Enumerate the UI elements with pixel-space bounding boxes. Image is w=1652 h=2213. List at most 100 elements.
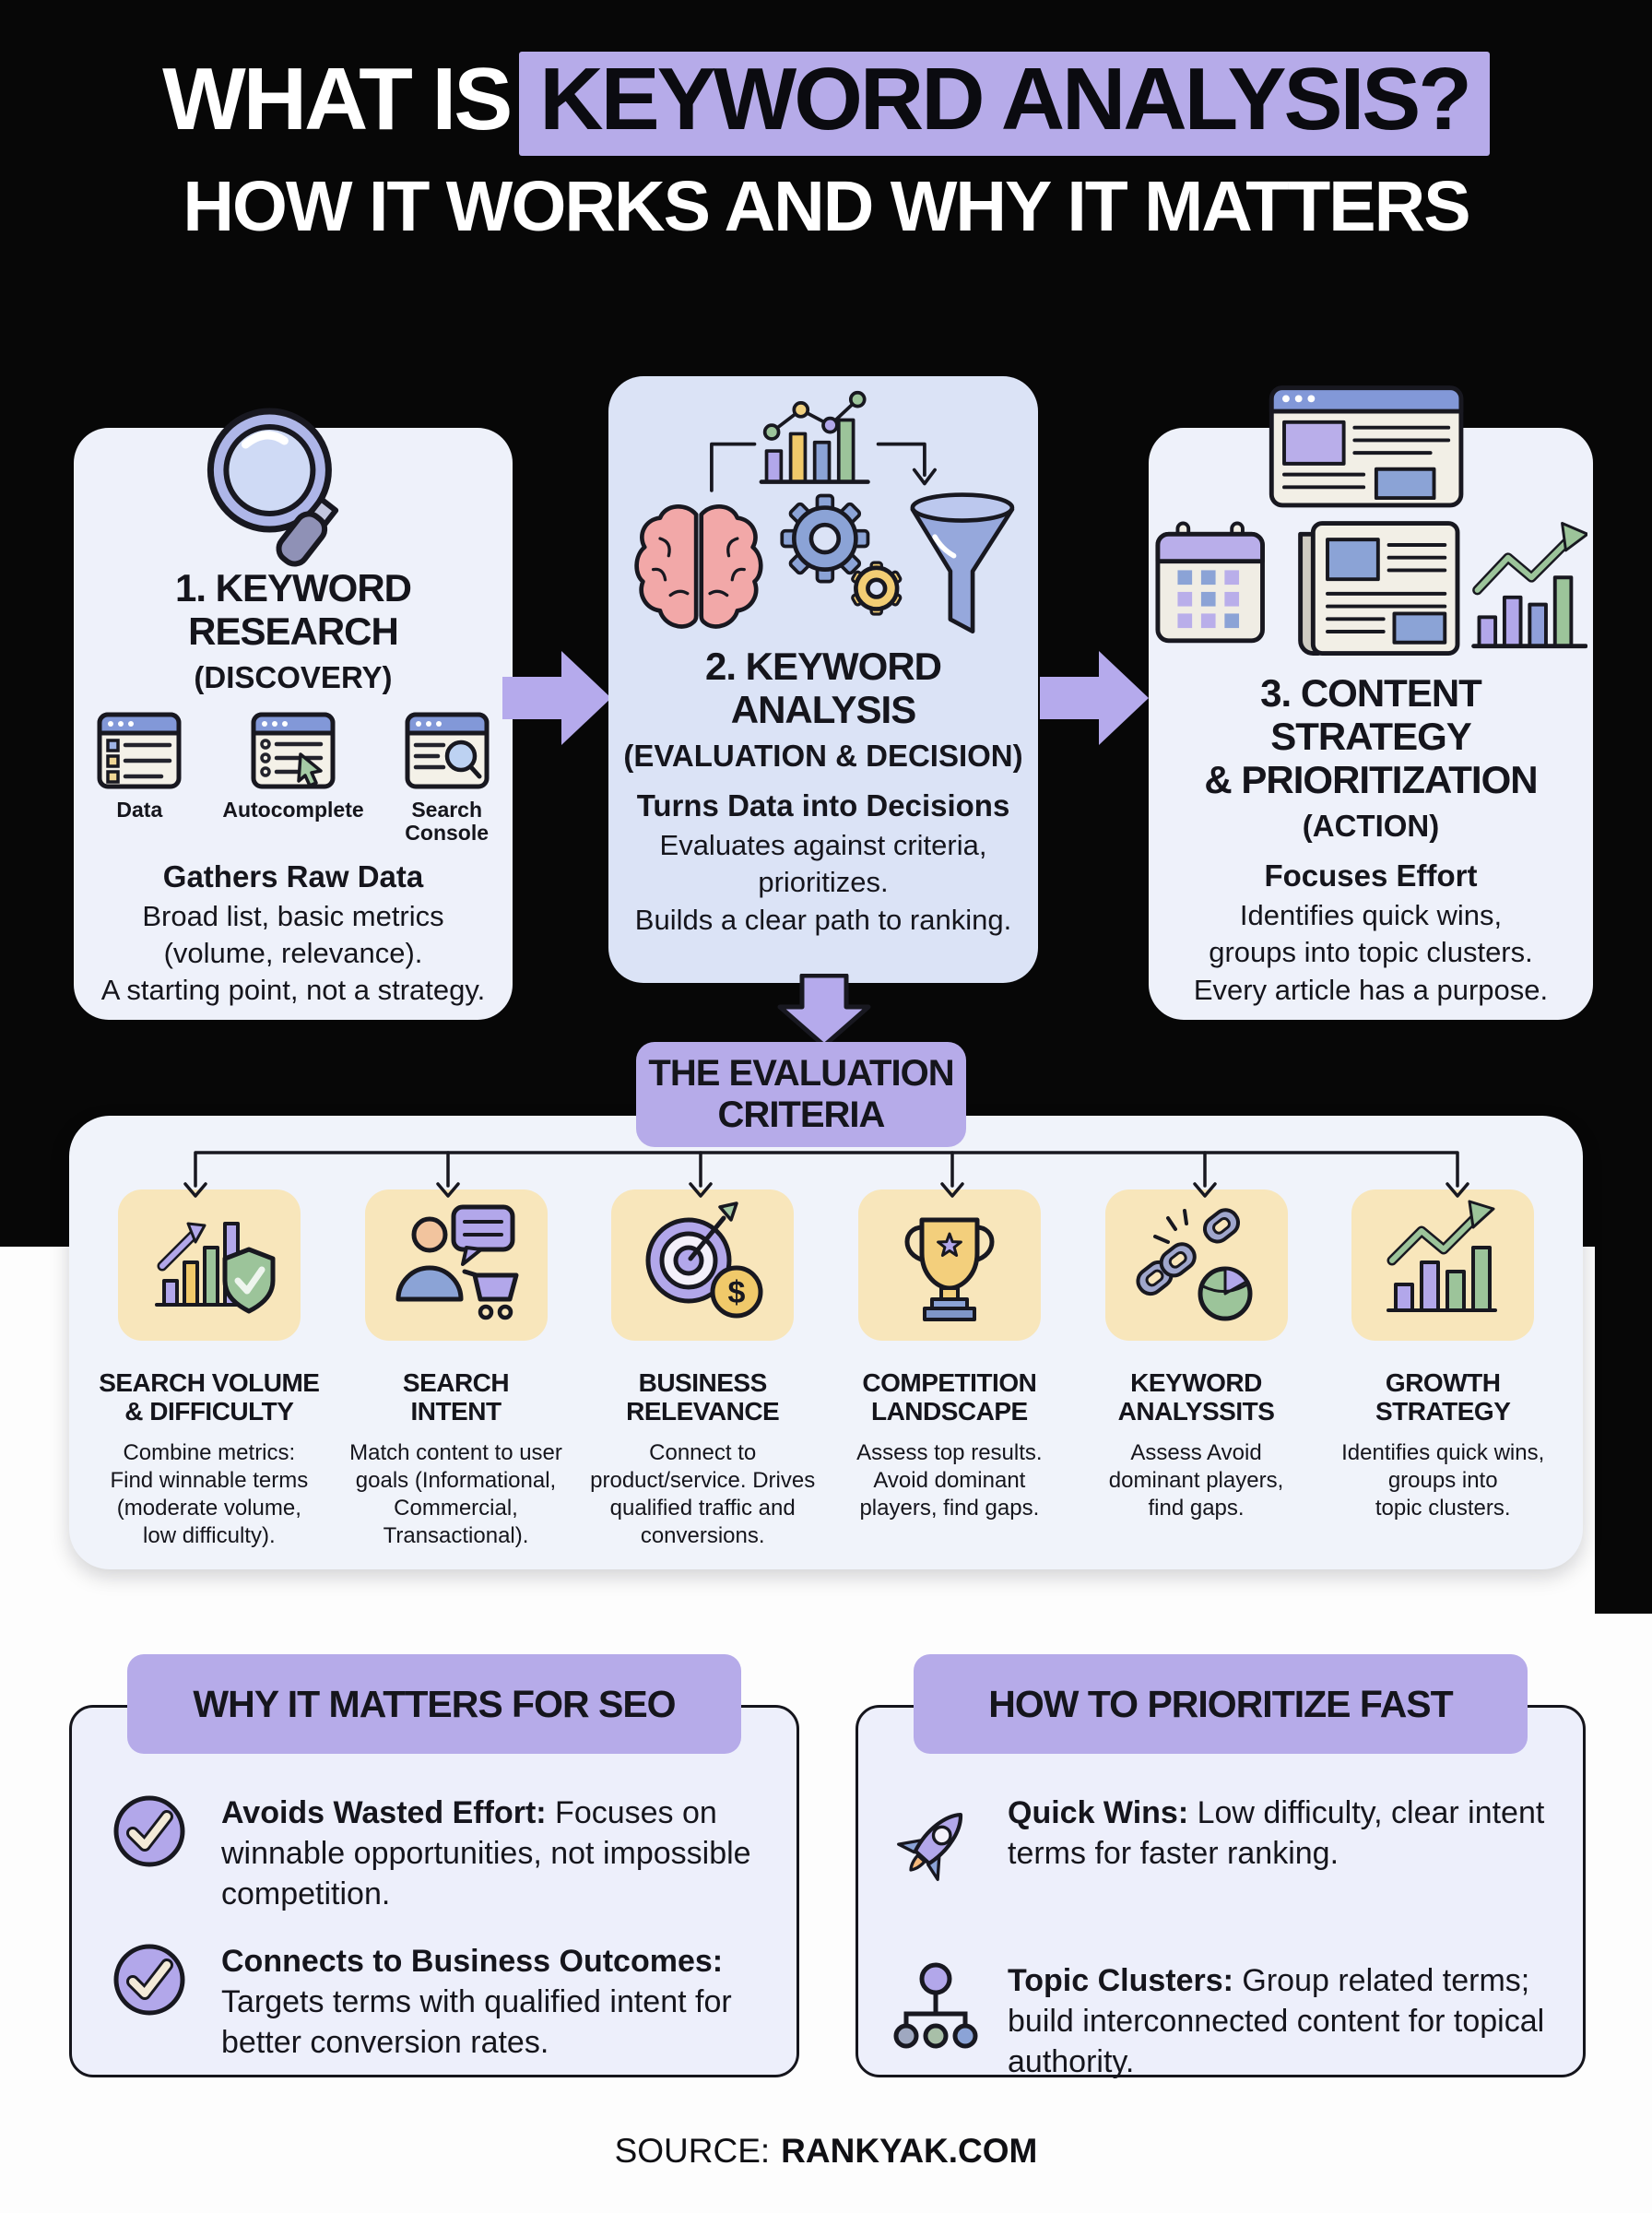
source-line: SOURCE: RANKYAK.COM bbox=[0, 2132, 1652, 2171]
title-highlight-part: KEYWORD ANALYSIS? bbox=[519, 52, 1490, 156]
trophy-star-icon bbox=[904, 1217, 995, 1321]
criteria-grid: SEARCH VOLUME & DIFFICULTY Combine metri… bbox=[69, 1116, 1583, 1551]
why-it-matters-box: WHY IT MATTERS FOR SEO Avoids Wasted Eff… bbox=[69, 1654, 799, 2077]
prioritize-row-2-text: Topic Clusters: Group related terms; bui… bbox=[1008, 1960, 1548, 2083]
step-2-title: 2. KEYWORD ANALYSIS bbox=[704, 645, 942, 732]
step-2-subtitle: (EVALUATION & DECISION) bbox=[623, 739, 1023, 774]
criterion-4-desc: Assess top results. Avoid dominant playe… bbox=[856, 1439, 1043, 1521]
source-label: SOURCE: bbox=[614, 2132, 771, 2170]
step-2-body: Evaluates against criteria, prioritizes.… bbox=[634, 829, 1012, 936]
criterion-4-tile bbox=[857, 1189, 1041, 1341]
evaluation-criteria-badge: THE EVALUATION CRITERIA bbox=[636, 1042, 966, 1147]
broken-chain-globe-icon bbox=[1135, 1208, 1253, 1321]
newspaper-icon bbox=[1298, 521, 1460, 656]
criterion-2-title: SEARCH INTENT bbox=[402, 1368, 510, 1426]
criterion-2-desc: Match content to user goals (Information… bbox=[349, 1439, 562, 1549]
check-circle-icon bbox=[100, 1941, 199, 2018]
black-background-notch bbox=[1595, 1247, 1652, 1614]
cart-part bbox=[462, 1269, 518, 1320]
prioritize-row-1-rest: Low difficulty, clear intent terms for f… bbox=[1008, 1795, 1545, 1872]
step-3-subtitle: (ACTION) bbox=[1302, 809, 1440, 844]
flow-arrow-2-icon bbox=[1040, 651, 1149, 745]
data-table-icon bbox=[97, 712, 182, 789]
step-2-lead: Turns Data into Decisions bbox=[636, 788, 1010, 823]
why-it-matters-rows: Avoids Wasted Effort: Focuses on winnabl… bbox=[72, 1708, 796, 2063]
mini-chart-icon bbox=[759, 390, 870, 484]
why-it-matters-header: WHY IT MATTERS FOR SEO bbox=[127, 1654, 741, 1754]
calendar-icon bbox=[1155, 521, 1265, 644]
why-row-1-rest: Focuses on winnable opportunities, not i… bbox=[221, 1795, 751, 1912]
prioritize-row-1-text: Quick Wins: Low difficulty, clear intent… bbox=[1008, 1793, 1548, 1874]
why-row-1-text: Avoids Wasted Effort: Focuses on winnabl… bbox=[221, 1793, 761, 1915]
tool-autocomplete: Autocomplete bbox=[222, 712, 364, 822]
search-console-icon bbox=[405, 712, 490, 789]
svg-text:$: $ bbox=[728, 1275, 746, 1310]
autocomplete-icon bbox=[251, 712, 336, 789]
criterion-5-tile bbox=[1104, 1189, 1288, 1341]
prioritize-row-1: Quick Wins: Low difficulty, clear intent… bbox=[886, 1793, 1548, 1892]
criterion-competition-landscape: COMPETITION LANDSCAPE Assess top results… bbox=[826, 1189, 1073, 1551]
criterion-search-volume: SEARCH VOLUME & DIFFICULTY Combine metri… bbox=[86, 1189, 333, 1551]
prioritize-row-2-rest: Group related terms; build interconnecte… bbox=[1008, 1963, 1545, 2080]
tool-autocomplete-label: Autocomplete bbox=[222, 798, 364, 822]
brain-icon bbox=[634, 504, 763, 629]
tool-search-console-label: Search Console bbox=[405, 798, 490, 845]
prioritize-row-2-lead: Topic Clusters: bbox=[1008, 1963, 1233, 1998]
why-row-1-lead: Avoids Wasted Effort: bbox=[221, 1795, 547, 1830]
step-1-body: Broad list, basic metrics (volume, relev… bbox=[100, 899, 486, 1007]
title-line-2: HOW IT WORKS AND WHY IT MATTERS bbox=[183, 166, 1470, 246]
step-1-subtitle: (DISCOVERY) bbox=[194, 660, 393, 695]
user-bubble-cart-icon bbox=[395, 1204, 518, 1320]
criterion-5-title: KEYWORD ANALYSSITS bbox=[1117, 1368, 1275, 1426]
criterion-keyword-analyssits: KEYWORD ANALYSSITS Assess Avoid dominant… bbox=[1073, 1189, 1320, 1551]
check-circle-icon bbox=[100, 1793, 199, 1870]
bars-shield-check-icon bbox=[154, 1222, 276, 1314]
why-row-2-text: Connects to Business Outcomes: Targets t… bbox=[221, 1941, 761, 2064]
gears-icon bbox=[780, 493, 903, 616]
criterion-2-tile bbox=[364, 1189, 548, 1341]
criterion-6-title: GROWTH STRATEGY bbox=[1375, 1368, 1511, 1426]
criterion-3-desc: Connect to product/service. Drives quali… bbox=[590, 1439, 816, 1549]
step-3-lead: Focuses Effort bbox=[1264, 858, 1478, 893]
tool-data-label: Data bbox=[116, 798, 163, 822]
growth-bars-arrow-icon bbox=[1386, 1200, 1498, 1312]
content-icons-cluster bbox=[1155, 385, 1587, 656]
criterion-1-tile bbox=[117, 1189, 301, 1341]
analysis-icons-cluster bbox=[634, 390, 1015, 634]
prioritize-row-2: Topic Clusters: Group related terms; bui… bbox=[886, 1960, 1548, 2083]
title-white-part: WHAT IS bbox=[162, 50, 513, 148]
criterion-6-tile bbox=[1351, 1189, 1535, 1341]
target-dollar-icon: $ bbox=[645, 1201, 763, 1319]
rocket-icon bbox=[886, 1793, 985, 1892]
tool-search-console: Search Console bbox=[405, 712, 490, 845]
criterion-3-title: BUSINESS RELEVANCE bbox=[626, 1368, 780, 1426]
criterion-growth-strategy: GROWTH STRATEGY Identifies quick wins, g… bbox=[1319, 1189, 1566, 1551]
how-to-prioritize-box: HOW TO PRIORITIZE FAST Quick Wins: Low bbox=[856, 1654, 1586, 2079]
criterion-4-title: COMPETITION LANDSCAPE bbox=[862, 1368, 1037, 1426]
prioritize-rows: Quick Wins: Low difficulty, clear intent… bbox=[858, 1708, 1583, 2083]
step-3-body: Identifies quick wins, groups into topic… bbox=[1193, 899, 1549, 1006]
source-value: RANKYAK.COM bbox=[781, 2132, 1038, 2170]
magnifying-glass-icon bbox=[206, 408, 339, 567]
criterion-search-intent: SEARCH INTENT Match content to user goal… bbox=[333, 1189, 580, 1551]
tool-data: Data bbox=[97, 712, 182, 822]
criterion-5-desc: Assess Avoid dominant players, find gaps… bbox=[1108, 1439, 1284, 1521]
criterion-3-tile: $ bbox=[611, 1189, 795, 1341]
down-arrow-icon bbox=[777, 974, 871, 1047]
criterion-6-desc: Identifies quick wins, groups into topic… bbox=[1341, 1439, 1545, 1521]
step-1-keyword-research-card: 1. KEYWORD RESEARCH (DISCOVERY) bbox=[74, 408, 513, 1020]
step-2-keyword-analysis-card: 2. KEYWORD ANALYSIS (EVALUATION & DECISI… bbox=[608, 376, 1038, 983]
flow-arrow-1-icon bbox=[502, 651, 611, 745]
why-row-1: Avoids Wasted Effort: Focuses on winnabl… bbox=[100, 1793, 761, 1915]
prioritize-row-1-lead: Quick Wins: bbox=[1008, 1795, 1189, 1830]
criteria-connector-lines bbox=[183, 1151, 1469, 1198]
how-to-prioritize-header: HOW TO PRIORITIZE FAST bbox=[914, 1654, 1528, 1754]
evaluation-criteria-panel: SEARCH VOLUME & DIFFICULTY Combine metri… bbox=[69, 1116, 1583, 1569]
step-1-tools-row: Data bbox=[74, 712, 513, 845]
browser-page-icon bbox=[1268, 385, 1464, 508]
why-row-2-rest: Targets terms with qualified intent for … bbox=[221, 1983, 732, 2060]
criterion-business-relevance: $ BUSINESS RELEVANCE Connect to product/… bbox=[579, 1189, 826, 1551]
growth-chart-icon bbox=[1471, 522, 1587, 649]
